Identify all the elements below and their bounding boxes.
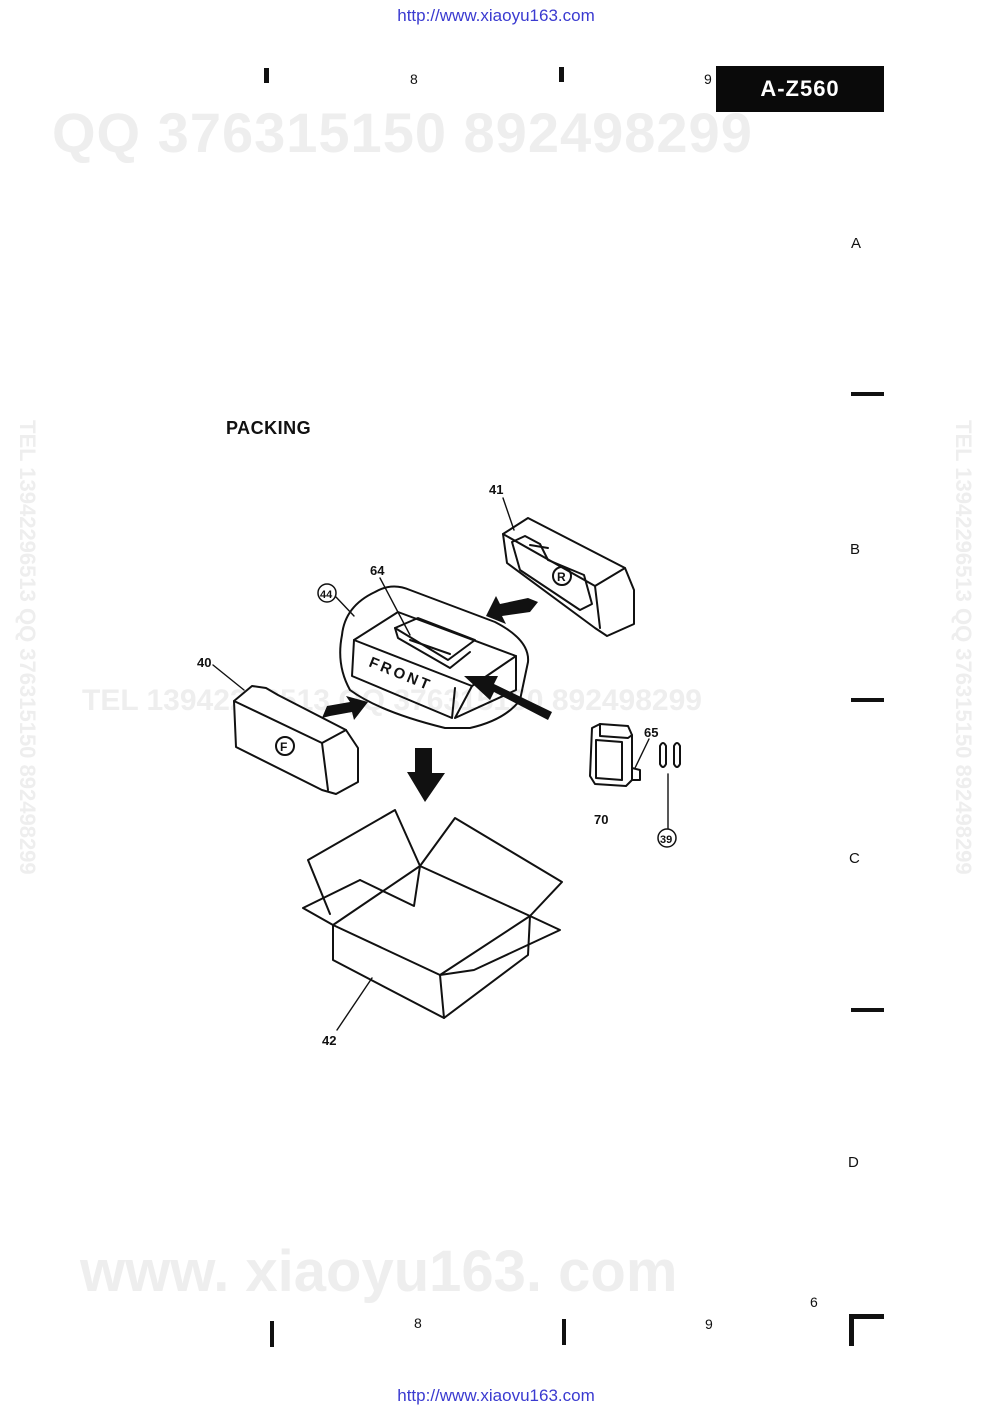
callout-41: 41 — [489, 482, 503, 497]
zone-separator — [851, 392, 884, 396]
callout-42: 42 — [322, 1033, 336, 1048]
watermark-www: www. xiaoyu163. com — [80, 1239, 678, 1304]
model-badge: A-Z560 — [716, 66, 884, 112]
section-title: PACKING — [226, 418, 312, 438]
zone-separator — [851, 698, 884, 702]
arrow-diagonal — [464, 676, 552, 720]
front-mark-letter: F — [280, 740, 287, 754]
rear-cushion-41 — [502, 517, 635, 637]
footer-column-number-8: 8 — [414, 1315, 422, 1331]
page-number: 6 — [810, 1294, 818, 1310]
corner-mark-vertical — [849, 1314, 854, 1346]
header-url-link[interactable]: http://www.xiaoyu163.com — [397, 6, 595, 25]
grid-tick-mark — [270, 1321, 274, 1347]
callout-64: 64 — [370, 563, 385, 578]
corner-mark-horizontal — [849, 1314, 884, 1319]
callout-70: 70 — [594, 812, 608, 827]
callout-39-circle — [657, 828, 677, 848]
rear-mark-letter: R — [557, 570, 566, 584]
zone-label-c: C — [849, 850, 860, 867]
carton-42 — [302, 809, 563, 1019]
footer-url-link[interactable]: http://www.xiaovu163.com — [397, 1386, 595, 1405]
zone-label-a: A — [851, 235, 862, 252]
arrow-down — [407, 748, 445, 802]
grid-tick-mark — [264, 68, 269, 83]
front-mark-circle — [275, 736, 295, 756]
zone-label-d: D — [848, 1154, 859, 1171]
arrow-right — [322, 696, 368, 720]
main-unit — [351, 611, 517, 719]
arrow-left — [486, 596, 538, 624]
callout-40: 40 — [197, 655, 211, 670]
rear-mark-circle — [552, 566, 572, 586]
zone-separator — [851, 1008, 884, 1012]
front-cushion-40 — [233, 685, 359, 795]
batteries-39 — [659, 742, 681, 768]
grid-tick-mark — [562, 1319, 566, 1345]
footer-column-number-9: 9 — [705, 1316, 713, 1332]
callout-44: 44 — [320, 589, 333, 601]
remote-control-70 — [589, 723, 641, 787]
callout-65: 65 — [644, 725, 658, 740]
grid-tick-mark — [559, 67, 564, 82]
callout-39: 39 — [660, 834, 672, 846]
column-number-8: 8 — [410, 71, 418, 87]
callout-44-circle — [317, 583, 337, 603]
zone-label-b: B — [850, 541, 861, 558]
column-number-9: 9 — [704, 71, 712, 87]
watermark-qq: QQ 376315150 892498299 — [52, 101, 753, 164]
